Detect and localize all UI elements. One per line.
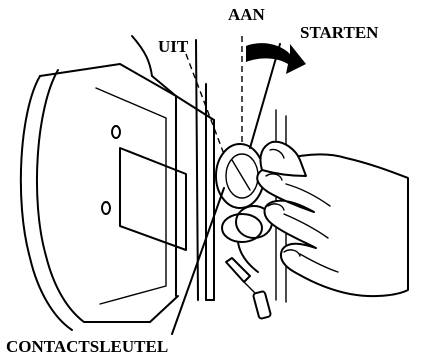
hand-illustration — [257, 142, 408, 296]
bolt-icon — [102, 202, 110, 214]
key-ring-icon — [222, 206, 272, 319]
start-label: STARTEN — [300, 23, 379, 42]
engine-housing — [21, 64, 214, 330]
bolt-icon — [112, 126, 120, 138]
on-label: AAN — [228, 5, 266, 24]
off-label: UIT — [158, 37, 189, 56]
ignition-key-label: CONTACTSLEUTEL — [6, 337, 168, 356]
